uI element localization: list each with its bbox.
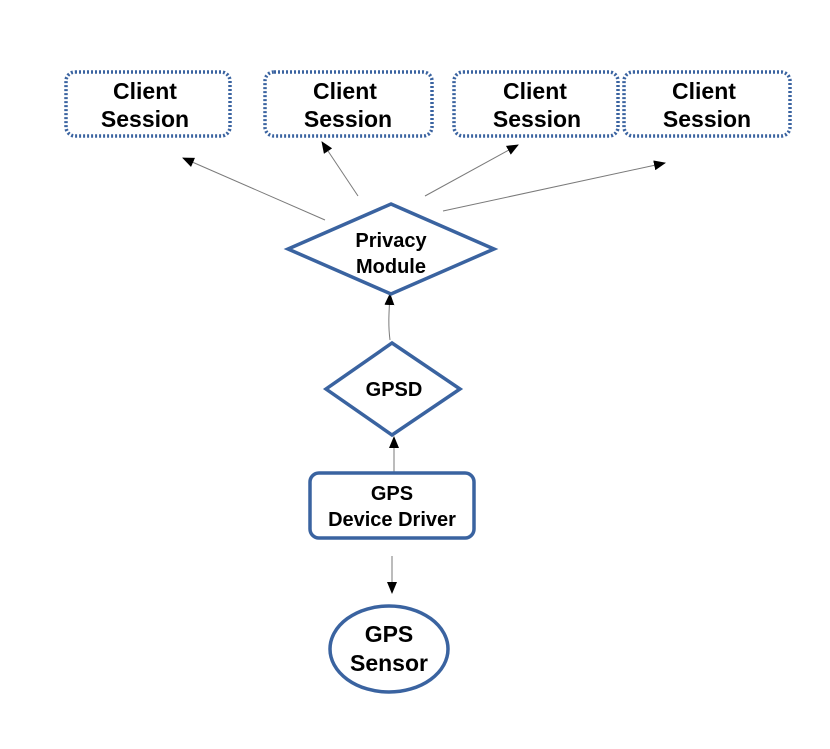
client-session-3: Client Session [452,70,620,138]
edges [182,141,666,594]
gps-sensor-label-line1: GPS [365,621,414,647]
edge-privacy-to-session-3 [424,144,519,197]
device-driver-node: GPS Device Driver [308,471,476,540]
gps-sensor-label-line2: Sensor [350,650,428,676]
client-session-label-line2: Session [493,106,581,132]
edge-privacy-to-session-4 [442,160,666,212]
privacy-module-label-line2: Module [356,256,426,278]
device-driver-label-line2: Device Driver [328,509,456,531]
client-session-label-line1: Client [313,78,377,104]
client-session-box [622,70,792,138]
privacy-module-label-line1: Privacy [355,230,427,252]
edge-privacy-to-session-1 [182,157,326,221]
gpsd-node: GPSD [322,340,464,438]
gpsd-label: GPSD [366,379,423,401]
client-session-4: Client Session [622,70,792,138]
edge-privacy-to-session-2 [321,141,359,197]
client-session-label-line2: Session [101,106,189,132]
gps-sensor-ellipse [328,604,450,694]
client-session-label-line1: Client [503,78,567,104]
client-session-box [263,70,434,138]
device-driver-label-line1: GPS [371,483,413,505]
client-session-label-line1: Client [113,78,177,104]
device-driver-box [308,471,476,540]
privacy-module-diamond [283,202,499,296]
privacy-module-node: Privacy Module [283,202,499,296]
client-session-2: Client Session [263,70,434,138]
client-session-box [452,70,620,138]
client-session-label-line2: Session [663,106,751,132]
client-session-label-line1: Client [672,78,736,104]
gpsd-diamond [322,340,464,438]
client-session-label-line2: Session [304,106,392,132]
gps-sensor-node: GPS Sensor [328,604,450,694]
edge-gpsd-to-privacy [384,293,395,341]
client-session-1: Client Session [64,70,232,138]
client-session-box [64,70,232,138]
